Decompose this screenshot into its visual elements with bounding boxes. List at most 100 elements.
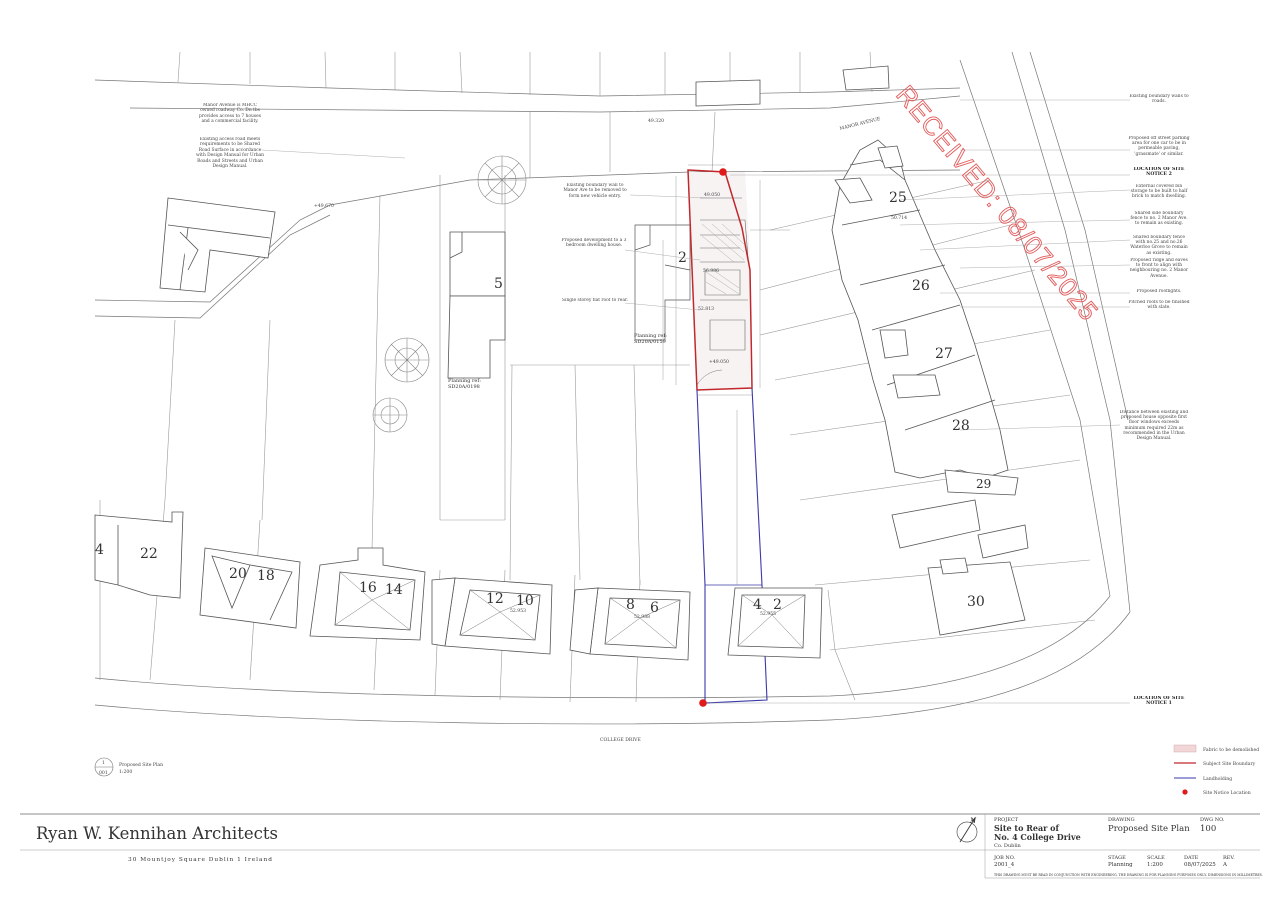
spot-levels: 49.320 +49.670 49.050 50.714 56.986 52.8… [314, 118, 907, 620]
rev: A [1222, 862, 1228, 868]
legend-label: Site Notice Location [1203, 790, 1251, 796]
note-site-notice-1: LOCATION OF SITE NOTICE 1 [1133, 696, 1185, 707]
plot-number: 2 [773, 597, 782, 613]
plot-numbers: 25 26 27 28 29 30 5 2 4 22 20 18 16 14 1… [95, 190, 991, 616]
spot-level: 49.050 [704, 192, 720, 198]
note-right: Proposed off street parking area for one… [1128, 136, 1190, 157]
title-block: Ryan W. Kennihan Architects 30 Mountjoy … [20, 813, 1263, 879]
note-right: Shared side boundary fence to no. 2 Mano… [1130, 211, 1188, 227]
plot-number: 27 [935, 346, 953, 362]
road-label-college-drive: COLLEGE DRIVE [600, 737, 641, 743]
marker-scale: 1:200 [119, 769, 132, 775]
plot-number: 4 [753, 597, 762, 613]
note-access-road: Existing access road meets requirements … [196, 137, 264, 170]
marker-number: 1 [102, 760, 105, 766]
note-planning-ref-centre: Planning ref: SD20A/0159 [634, 333, 667, 345]
plot-number: 20 [229, 566, 247, 582]
note-right: Pitched roofs to be finished with slate. [1128, 300, 1190, 311]
north-arrow-icon: N [956, 816, 978, 843]
marker-sheet: 001 [99, 770, 108, 776]
note-site-notice-2: LOCATION OF SITE NOTICE 2 [1133, 167, 1185, 178]
landholding-boundary [696, 387, 768, 704]
dwg-no-label: DWG NO. [1200, 817, 1225, 823]
plot-lines [99, 51, 1096, 703]
note-proposed-development: Proposed development to a 3 bedroom dwel… [561, 238, 627, 249]
stage-label: STAGE [1108, 855, 1126, 861]
scale-label: SCALE [1147, 855, 1165, 861]
job-no: 2001_4 [994, 862, 1015, 868]
note-single-storey: Single storey flat roof to rear. [562, 298, 628, 303]
plot-number: 2 [678, 250, 687, 266]
note-right: Distance between existing and proposed h… [1119, 410, 1189, 442]
firm-name: Ryan W. Kennihan Architects [36, 824, 278, 843]
marker-title: Proposed Site Plan [119, 762, 163, 768]
plot-number: 12 [486, 591, 504, 607]
site-notice-1-marker [699, 699, 707, 707]
right-notes: Existing boundary walls to roads. Propos… [1119, 94, 1190, 707]
small-sheds-top [695, 65, 890, 107]
section-marker: 1 001 Proposed Site Plan 1:200 [94, 757, 163, 777]
note-manor-avenue: Manor Avenue is MHCC owned roadway Co. D… [199, 103, 261, 125]
plot-number: 29 [976, 477, 991, 491]
spot-level: 56.986 [703, 268, 719, 274]
note-right: Proposed ridge and eaves to front to ali… [1129, 258, 1189, 279]
plot-number: 22 [140, 546, 158, 562]
plot-number: 18 [257, 568, 275, 584]
north-label: N [969, 817, 977, 825]
footnote: THIS DRAWING MUST BE READ IN CONJUNCTION… [994, 873, 1263, 877]
legend-label: Subject Site Boundary [1203, 761, 1256, 767]
spot-level: 49.320 [648, 118, 664, 124]
road-curbs [94, 51, 1131, 725]
building-5 [447, 231, 506, 379]
legend-label: Fabric to be demolished [1203, 747, 1259, 753]
legend-demolish-swatch [1173, 744, 1197, 753]
spot-level: +49.670 [314, 203, 334, 209]
plot-number: 4 [95, 542, 104, 558]
roof-hips [334, 571, 806, 649]
neighbour-2-manor [634, 224, 691, 341]
note-right: Proposed rooflights. [1136, 289, 1182, 294]
legend-site-notice-swatch [1182, 789, 1188, 795]
note-right: Shared boundary fence with no.25 and no.… [1130, 235, 1188, 256]
plot-number: 14 [385, 582, 403, 598]
plot-number: 16 [359, 580, 377, 596]
firm-address: 30 Mountjoy Square Dublin 1 Ireland [128, 857, 273, 863]
plot-number: 8 [626, 597, 635, 613]
left-notes: Manor Avenue is MHCC owned roadway Co. D… [196, 103, 264, 170]
project-line1: Site to Rear of [994, 823, 1059, 833]
spot-level: 52.813 [698, 306, 714, 312]
spot-level: 52.988 [634, 614, 650, 620]
plot-number: 30 [967, 594, 985, 610]
college-drive-terrace [94, 511, 823, 661]
dwg-no: 100 [1200, 824, 1216, 834]
spot-level: 50.714 [891, 215, 907, 221]
legend: Fabric to be demolished Subject Site Bou… [1173, 744, 1259, 796]
note-right: Existing boundary walls to roads. [1129, 94, 1189, 105]
drawing-label: DRAWING [1108, 817, 1135, 823]
project-line3: Co. Dublin [994, 843, 1022, 849]
note-planning-ref-left: Planning ref: SD20A/0198 [448, 378, 481, 390]
note-right: External covered bin storage to be built… [1130, 184, 1188, 200]
rev-label: REV. [1223, 855, 1235, 861]
plot-number: 5 [494, 276, 503, 292]
dimension-lines [662, 164, 790, 585]
site-notice-2-marker [719, 168, 727, 176]
building-30 [927, 557, 1026, 636]
road-label-manor-avenue: MANOR AVENUE [839, 116, 881, 132]
leader-lines [261, 99, 1131, 704]
spot-level: +49.050 [709, 359, 729, 365]
spot-level: 52.953 [510, 608, 526, 614]
note-boundary-wall: Existing boundary wall to Manor Ave to b… [563, 183, 627, 199]
plot-number: 25 [889, 190, 907, 206]
drawing-name: Proposed Site Plan [1108, 824, 1190, 834]
trees [372, 155, 527, 433]
date-label: DATE [1184, 855, 1199, 861]
project-line2: No. 4 College Drive [994, 832, 1081, 842]
job-no-label: JOB NO. [993, 855, 1016, 861]
project-label: PROJECT [994, 817, 1019, 823]
spot-level: 52.955 [760, 611, 776, 617]
plot-number: 10 [516, 593, 534, 609]
stage: Planning [1108, 862, 1133, 868]
